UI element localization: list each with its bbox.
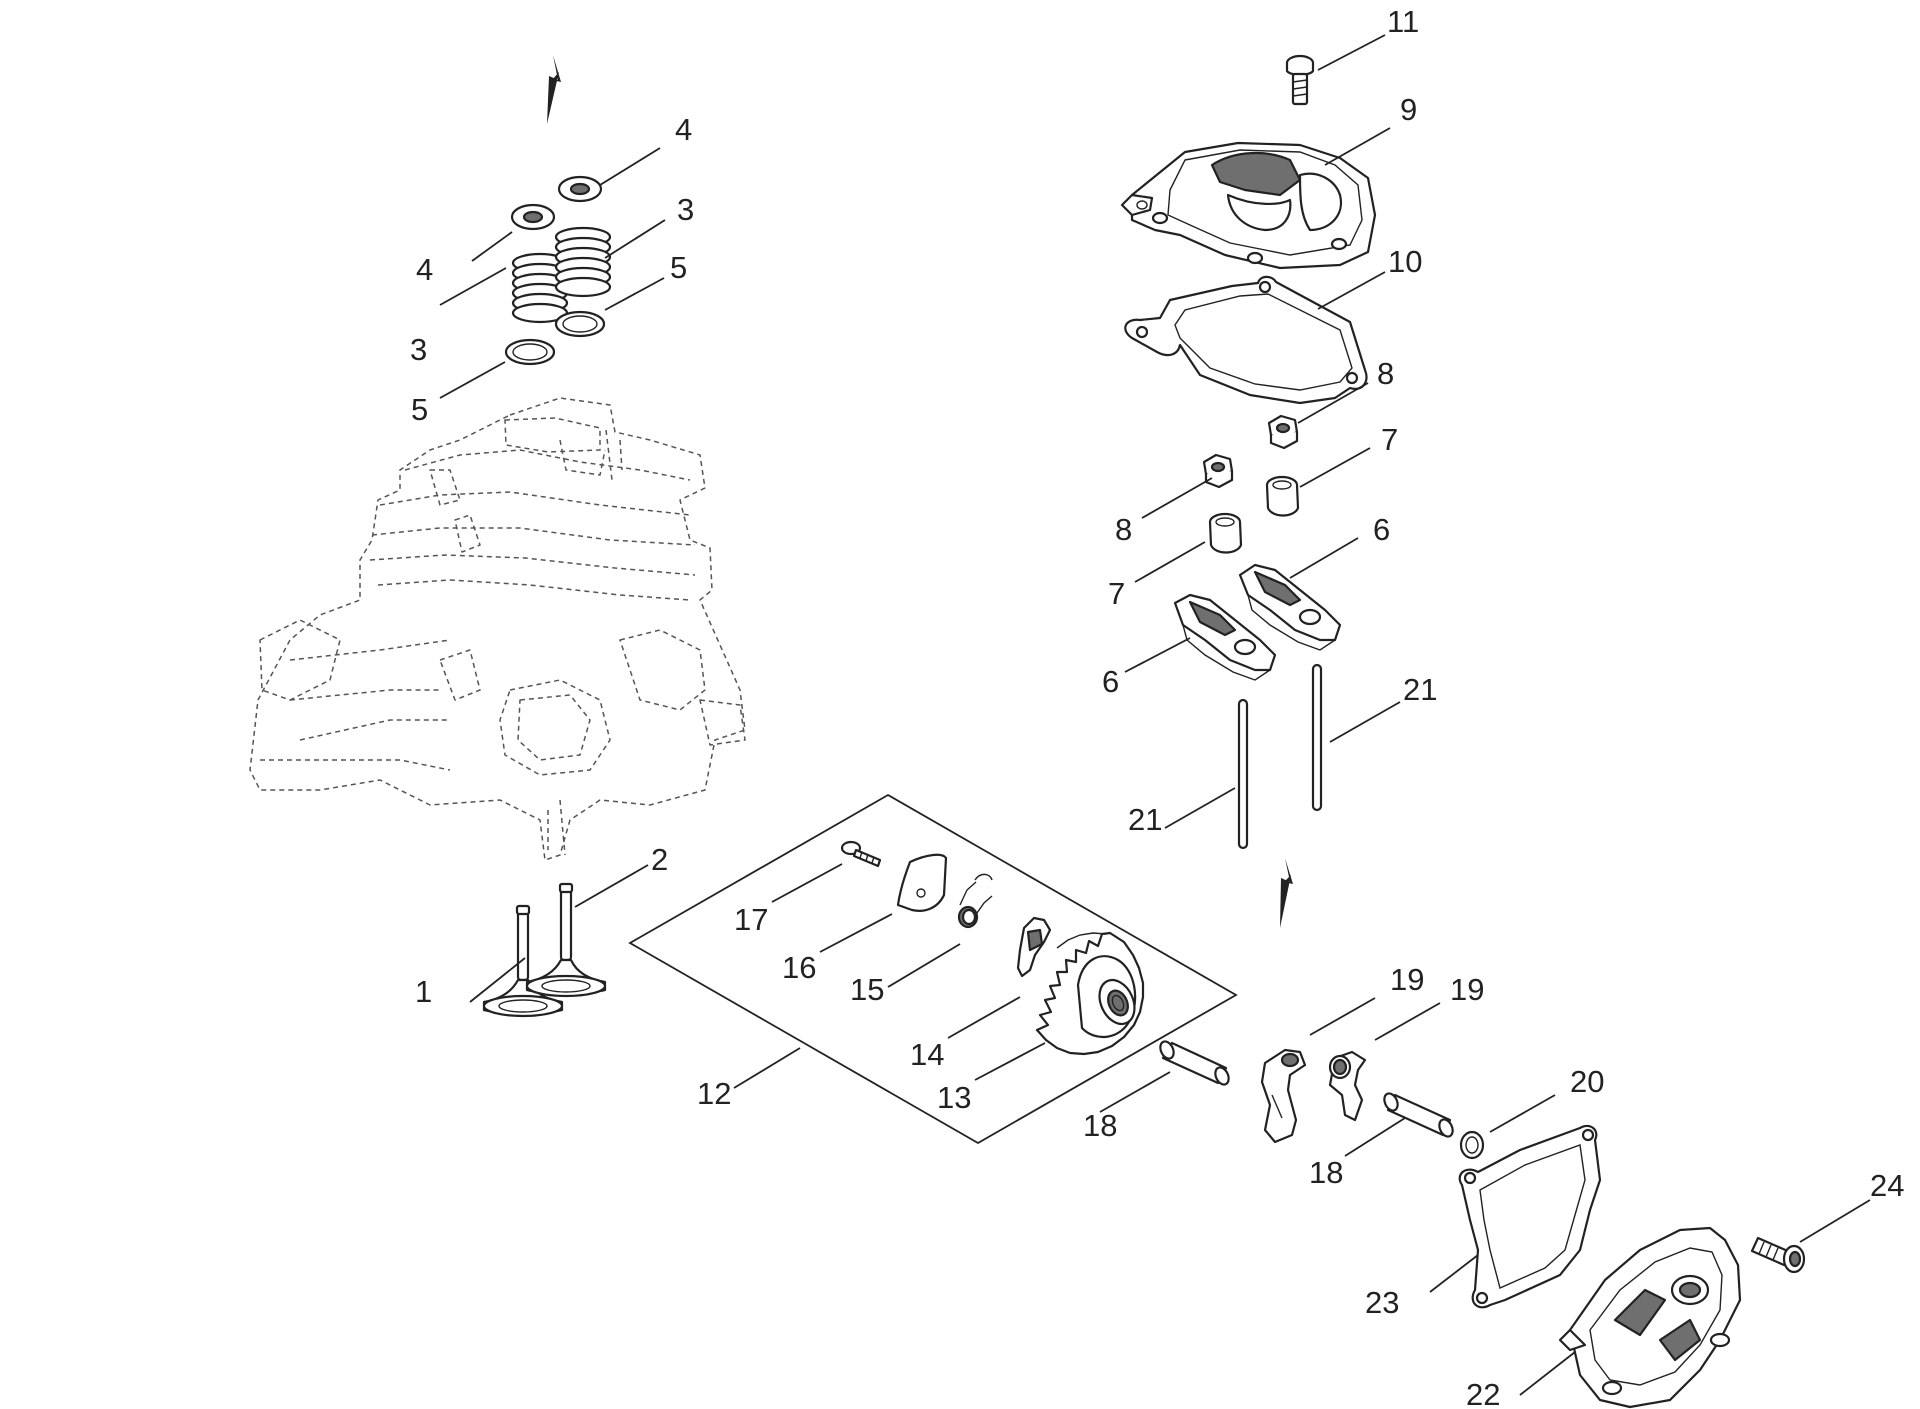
callout-1: 1 <box>415 974 432 1009</box>
decompressor-spring <box>957 873 993 929</box>
valve-spring-washer <box>504 338 556 366</box>
callout-19: 19 <box>1390 962 1424 997</box>
side-cover-gasket <box>1458 1124 1602 1309</box>
rocker-arm <box>1173 593 1277 681</box>
callout-24: 24 <box>1870 1168 1904 1203</box>
decompressor-weight <box>1016 916 1052 978</box>
decompressor-plate <box>896 853 948 912</box>
callout-6: 6 <box>1373 512 1390 547</box>
callout-4: 4 <box>416 252 433 287</box>
side-cover <box>1558 1226 1742 1409</box>
cam-gear <box>1035 931 1145 1056</box>
rocker-arm <box>1238 563 1342 651</box>
callout-15: 15 <box>850 972 884 1007</box>
callout-13: 13 <box>937 1080 971 1115</box>
callout-22: 22 <box>1466 1377 1500 1409</box>
callout-5: 5 <box>411 392 428 427</box>
rocker-nut <box>1267 414 1299 450</box>
exhaust-valve <box>482 904 564 1018</box>
callout-21: 21 <box>1128 802 1162 837</box>
callout-9: 9 <box>1400 92 1417 127</box>
callout-20: 20 <box>1570 1064 1604 1099</box>
cam-follower <box>1260 1048 1307 1144</box>
rocker-nut <box>1202 453 1234 489</box>
valve-spring-washer <box>554 310 606 338</box>
callout-12: 12 <box>697 1076 731 1111</box>
callout-labels: 1 2 3 3 4 4 5 5 6 6 7 7 8 8 9 10 11 12 1… <box>410 4 1904 1409</box>
callout-19: 19 <box>1450 972 1484 1007</box>
cylinder-head-phantom <box>249 397 746 861</box>
leader-lines <box>439 34 1871 1396</box>
callout-6: 6 <box>1102 664 1119 699</box>
callout-8: 8 <box>1377 356 1394 391</box>
callout-11: 11 <box>1387 4 1419 39</box>
callout-18: 18 <box>1309 1155 1343 1190</box>
camshaft-kit-frame <box>628 793 1238 1145</box>
callout-3: 3 <box>677 192 694 227</box>
rocker-cover <box>1120 141 1377 270</box>
push-rod <box>1237 698 1249 850</box>
cover-bolt <box>1285 54 1315 106</box>
valve-spring <box>554 226 612 298</box>
callout-5: 5 <box>670 250 687 285</box>
intake-valve <box>525 882 607 998</box>
callout-8: 8 <box>1115 512 1132 547</box>
callout-16: 16 <box>782 950 816 985</box>
rocker-pivot <box>1208 512 1243 554</box>
callout-3: 3 <box>410 332 427 367</box>
callout-2: 2 <box>651 842 668 877</box>
push-rod <box>1311 663 1323 812</box>
follower-shaft <box>1383 1092 1454 1138</box>
assembly-arrow-icon <box>547 55 561 124</box>
cam-follower <box>1328 1050 1367 1122</box>
o-ring <box>1459 1130 1485 1160</box>
assembly-arrow-icon <box>1280 858 1293 928</box>
callout-10: 10 <box>1388 244 1422 279</box>
callout-7: 7 <box>1381 422 1398 457</box>
callout-18: 18 <box>1083 1108 1117 1143</box>
callout-14: 14 <box>910 1037 944 1072</box>
rocker-pivot <box>1265 475 1300 517</box>
valve-retainer <box>510 203 556 231</box>
callout-4: 4 <box>675 112 692 147</box>
screw <box>840 840 882 868</box>
rocker-cover-gasket <box>1124 275 1368 405</box>
valve-retainer <box>557 175 603 203</box>
callout-7: 7 <box>1108 576 1125 611</box>
callout-17: 17 <box>734 902 768 937</box>
side-cover-bolt <box>1750 1236 1806 1274</box>
follower-shaft <box>1159 1040 1230 1086</box>
callout-23: 23 <box>1365 1285 1399 1320</box>
callout-21: 21 <box>1403 672 1437 707</box>
